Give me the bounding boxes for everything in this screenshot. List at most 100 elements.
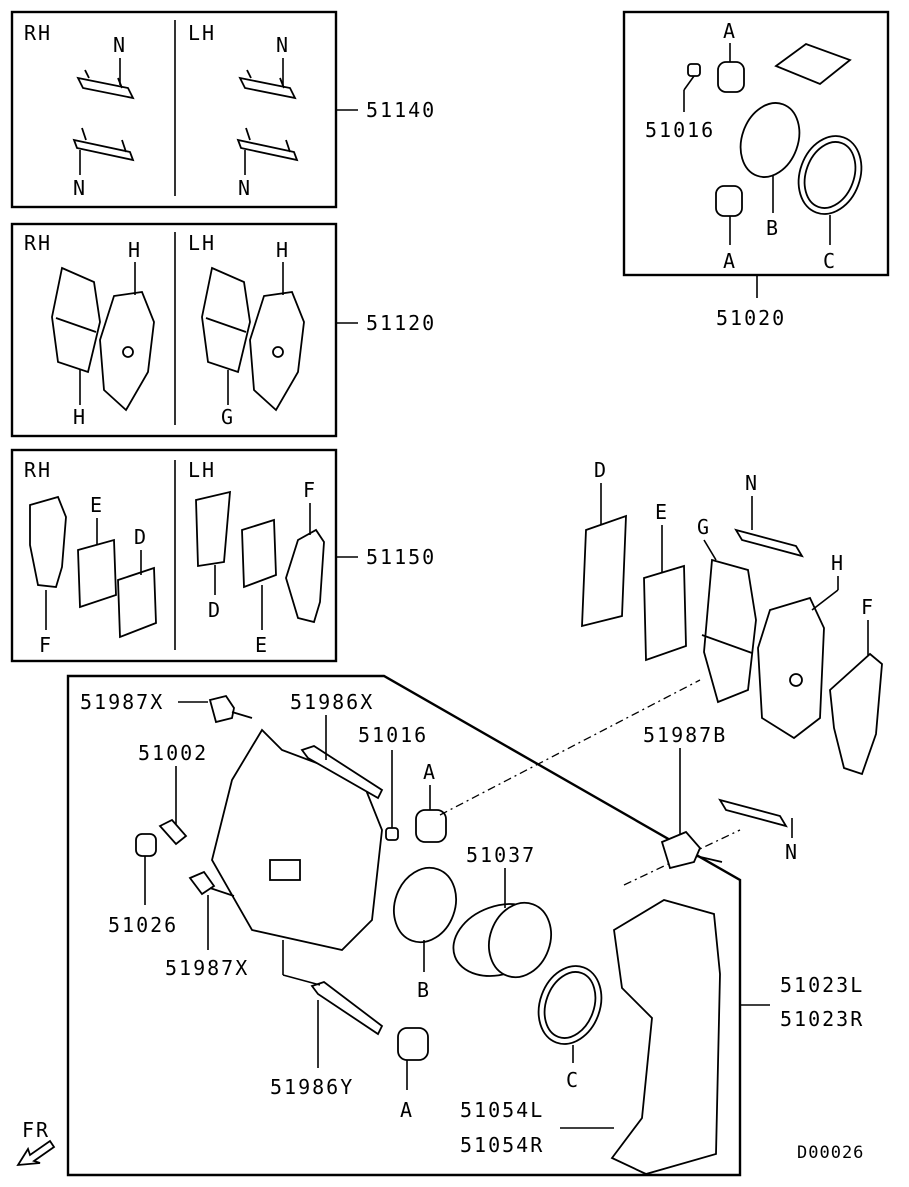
clip-part (236, 127, 299, 162)
callout-e: E (255, 633, 269, 657)
part-number-51120: 51120 (366, 311, 436, 335)
boot-part (397, 1027, 429, 1061)
seal-b-part (393, 866, 457, 944)
callout-n: N (113, 33, 127, 57)
callout-h: H (276, 238, 290, 262)
callout-h: H (73, 405, 87, 429)
part-number-51986y: 51986Y (270, 1075, 354, 1099)
callout-d: D (208, 598, 222, 622)
callout-f: F (303, 478, 317, 502)
callout-h: H (831, 551, 845, 575)
arrow-icon (16, 1139, 56, 1167)
bushing-part (385, 827, 399, 841)
part-number-51023l: 51023L (780, 973, 864, 997)
seal-b-part (739, 102, 801, 178)
bushing-part (687, 63, 701, 77)
part-number-51054r: 51054R (460, 1133, 544, 1157)
callout-n: N (238, 176, 252, 200)
lh-label: LH (188, 21, 216, 45)
pad-part (201, 266, 251, 374)
clip-part (76, 69, 135, 100)
shim-f-part (829, 652, 883, 776)
guide-pin-part (310, 980, 384, 1036)
caliper-window (269, 859, 301, 881)
shim-d-part (581, 514, 627, 628)
part-number-51016: 51016 (645, 118, 715, 142)
clip-kit-box: RH LH N N N N 51140 (10, 10, 436, 209)
part-number-51054l: 51054L (460, 1098, 544, 1122)
bleeder-part (158, 818, 188, 846)
callout-a: A (723, 19, 737, 43)
shim-part (195, 490, 232, 568)
front-direction-marker: FR (16, 1118, 56, 1167)
pad-part (51, 266, 101, 374)
callout-a: A (423, 760, 437, 784)
shim-part (77, 538, 117, 609)
callout-e: E (90, 493, 104, 517)
clip-part (72, 127, 135, 162)
shim-e-part (643, 564, 687, 662)
shim-part (117, 566, 157, 639)
boot-part (717, 61, 745, 93)
callout-g: G (221, 405, 235, 429)
clip-n-part (734, 528, 804, 558)
callout-g: G (697, 515, 711, 539)
rh-label: RH (24, 458, 52, 482)
shim-part (29, 495, 67, 588)
grease-packet (774, 42, 852, 86)
part-number-51140: 51140 (366, 98, 436, 122)
boot-part (415, 809, 447, 843)
callout-n: N (785, 840, 799, 864)
part-number-51002: 51002 (138, 741, 208, 765)
pad-h-part (757, 596, 825, 740)
shim-part (285, 528, 325, 624)
callout-f: F (861, 595, 875, 619)
fr-label: FR (22, 1118, 50, 1142)
rh-label: RH (24, 231, 52, 255)
callout-n: N (73, 176, 87, 200)
callout-a: A (400, 1098, 414, 1122)
part-number-51020: 51020 (716, 306, 786, 330)
shim-part (241, 518, 277, 589)
part-number-51023r: 51023R (780, 1007, 864, 1031)
clip-n-part (718, 798, 788, 828)
shim-kit-box: RH LH E D F F D E 51150 (10, 448, 436, 663)
part-number-51026: 51026 (108, 913, 178, 937)
part-number-51987x: 51987X (80, 690, 164, 714)
part-number-51016: 51016 (358, 723, 428, 747)
callout-c: C (823, 249, 837, 273)
callout-b: B (766, 216, 780, 240)
seal-kit-box: A 51016 B A C 51020 (622, 10, 890, 330)
part-number-51986x: 51986X (290, 690, 374, 714)
bleeder-cap-part (135, 833, 157, 857)
bracket-bolt-part (660, 830, 723, 870)
callout-n: N (745, 471, 759, 495)
pad-g-part (701, 558, 757, 704)
bracket-part (610, 899, 721, 1175)
callout-h: H (128, 238, 142, 262)
callout-d: D (134, 525, 148, 549)
callout-f: F (39, 633, 53, 657)
caliper-assembly: 51987X 51986X 51016 51002 A 51037 51026 … (66, 674, 864, 1177)
part-number-51150: 51150 (366, 545, 436, 569)
callout-b: B (417, 978, 431, 1002)
part-number-51987b: 51987B (643, 723, 727, 747)
guide-pin-part (300, 745, 384, 800)
part-number-51037: 51037 (466, 843, 536, 867)
diagram-id: D00026 (797, 1143, 864, 1163)
caliper-body (211, 728, 383, 951)
callout-c: C (566, 1068, 580, 1092)
callout-a: A (723, 249, 737, 273)
bolt-part (188, 870, 235, 897)
callout-e: E (655, 500, 669, 524)
rh-label: RH (24, 21, 52, 45)
callout-d: D (594, 458, 608, 482)
bolt-part (208, 694, 253, 724)
pad-kit-box: RH LH H H H G 51120 (10, 222, 436, 438)
lh-label: LH (188, 231, 216, 255)
exploded-pad-set: D E G N H F 51987B N (581, 458, 883, 870)
lh-label: LH (188, 458, 216, 482)
part-number-51987x: 51987X (165, 956, 249, 980)
boot-part (715, 185, 743, 217)
